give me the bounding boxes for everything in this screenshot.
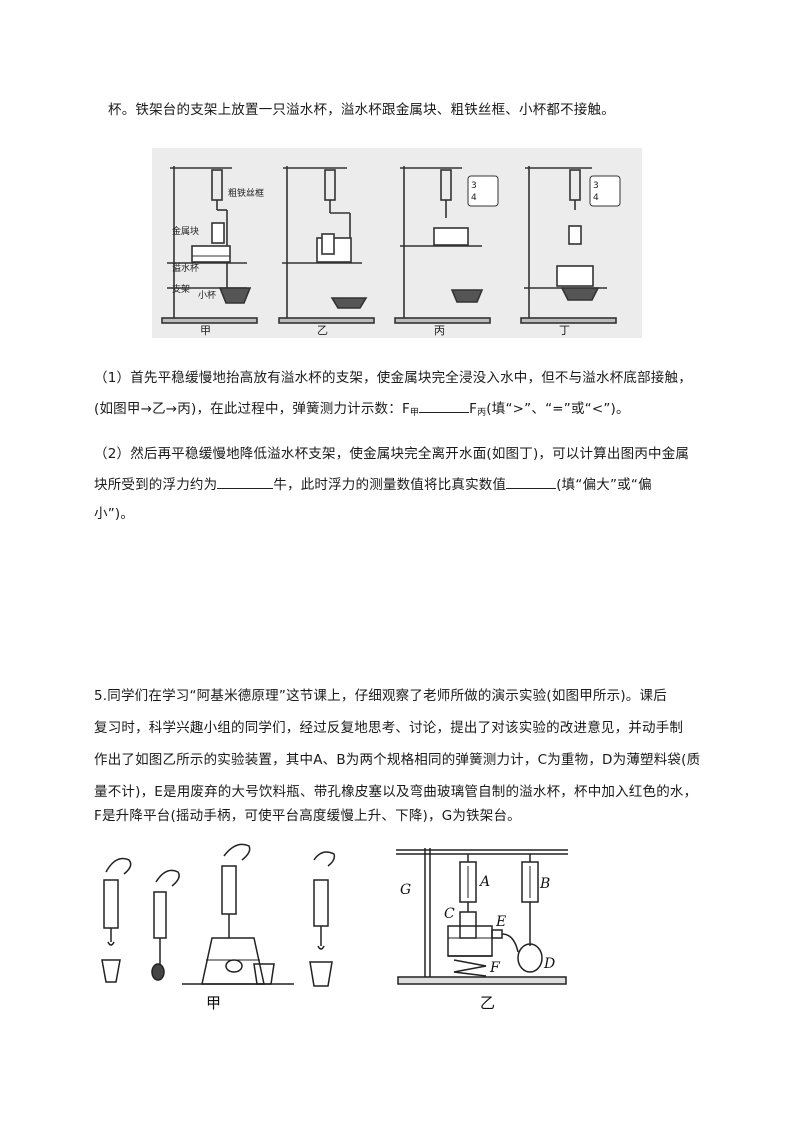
q5-line4: 量不计)，E是用废弃的大号饮料瓶、带孔橡皮塞以及弯曲玻璃管自制的溢水杯，杯中加入… [94,784,698,800]
scale-number: 4 [471,193,477,203]
label-G: G [400,882,411,898]
q5-line1: 5.同学们在学习“阿基米德原理”这节课上，仔细观察了老师所做的演示实验(如图甲所… [94,688,667,704]
q4-part1-line1: （1）首先平稳缓慢地抬高放有溢水杯的支架，使金属块完全浸没入水中，但不与溢水杯底… [94,370,692,386]
caption-jia: 甲 [206,994,221,1012]
label-F: F [489,960,501,976]
label-wire-frame: 粗铁丝框 [228,187,264,199]
label-A: A [478,874,490,890]
label-small-cup: 小杯 [198,289,216,301]
label-metal-block: 金属块 [172,225,199,237]
label-D: D [543,956,555,972]
scale-number: 3 [593,181,599,191]
q4-part2-line1: （2）然后再平稳缓慢地降低溢水杯支架，使金属块完全离开水面(如图丁)，可以计算出… [94,446,690,462]
label-overflow-cup: 溢水杯 [172,262,199,274]
caption-jia: 甲 [200,324,211,337]
caption-yi: 乙 [480,994,495,1012]
q5-line5: F是升降平台(摇动手柄，可使平台高度缓慢上升、下降)，G为铁架台。 [94,808,521,824]
answer-blank-1[interactable] [419,398,470,413]
caption-yi: 乙 [317,324,328,337]
q5-figure-jia: 甲 [94,842,304,1012]
q5-figure-yi: G A B C E D F 乙 [392,842,572,1014]
label-support: 支架 [172,283,190,295]
caption-ding: 丁 [559,324,570,337]
label-B: B [539,876,550,892]
label-C: C [444,906,455,922]
q4-intro-line: 杯。铁架台的支架上放置一只溢水杯，溢水杯跟金属块、粗铁丝框、小杯都不接触。 [108,102,615,118]
q4-figure: 粗铁丝框 金属块 溢水杯 支架 小杯 3 4 3 4 甲 乙 丙 丁 [152,148,642,338]
answer-blank-2[interactable] [217,474,274,489]
scale-number: 3 [471,181,477,191]
answer-blank-3[interactable] [506,474,557,489]
q4-part2-line2: 块所受到的浮力约为牛，此时浮力的测量数值将比真实数值(填“偏大”或“偏 [94,474,652,495]
q4-part2-line3: 小”)。 [94,506,135,522]
q5-line2: 复习时，科学兴趣小组的同学们，经过反复地思考、讨论，提出了对该实验的改进意见，并… [94,720,684,736]
scale-number: 4 [593,193,599,203]
caption-bing: 丙 [434,324,445,337]
q5-line3: 作出了如图乙所示的实验装置，其中A、B为两个规格相同的弹簧测力计，C为重物，D为… [94,752,701,768]
label-E: E [495,914,506,930]
q5-figure-jia-right [306,850,346,1000]
